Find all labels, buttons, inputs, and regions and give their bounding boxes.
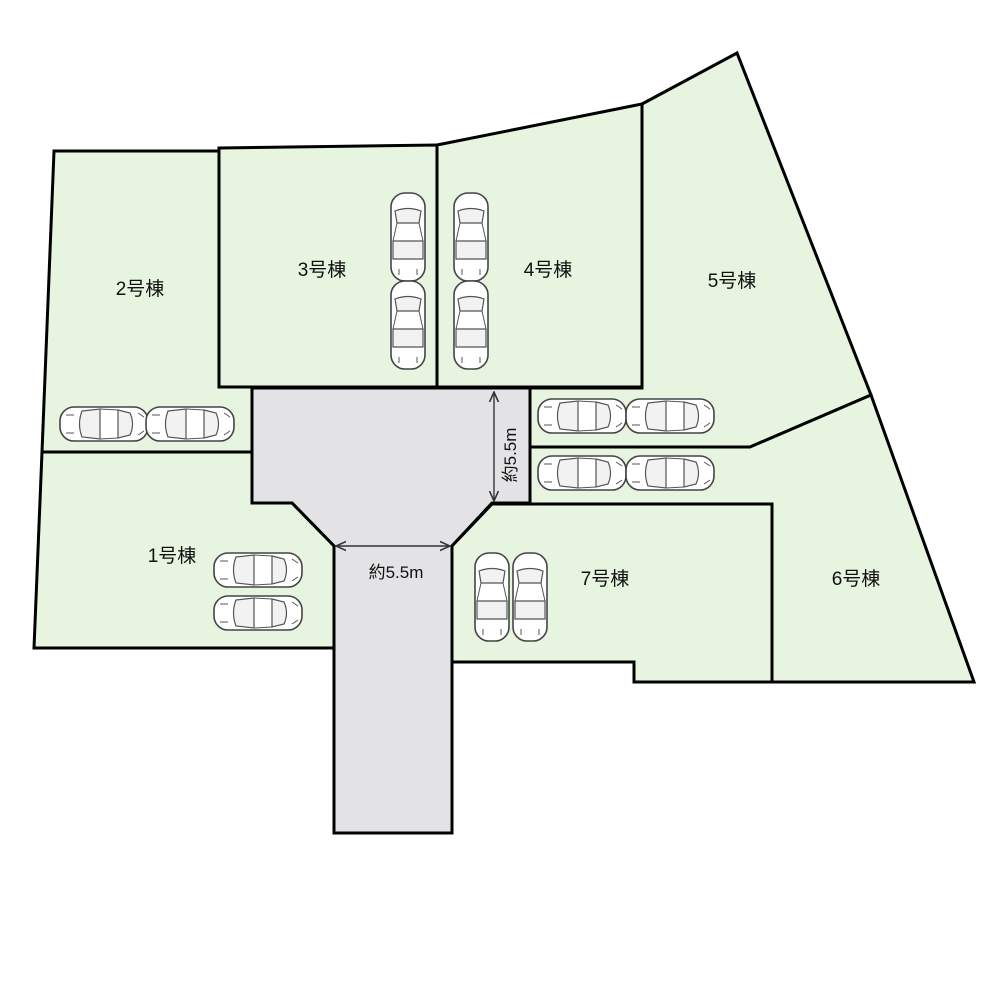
road-main-width-label: 約5.5m <box>369 563 424 582</box>
lot-5-label: 5号棟 <box>708 270 757 292</box>
car-icon <box>390 192 426 282</box>
lot-2-label: 2号棟 <box>116 278 165 300</box>
car-icon <box>625 455 715 491</box>
lot-7-label: 7号棟 <box>581 568 630 590</box>
car-icon <box>625 398 715 434</box>
lot-6-label: 6号棟 <box>832 568 881 590</box>
car-icon <box>145 406 235 442</box>
car-icon <box>213 552 303 588</box>
car-icon <box>512 552 548 642</box>
car-icon <box>453 280 489 370</box>
road-branch-width-label: 約5.5m <box>501 428 520 483</box>
car-icon <box>537 398 627 434</box>
lot-3-label: 3号棟 <box>298 259 347 281</box>
lot-4-label: 4号棟 <box>524 259 573 281</box>
lot-1-label: 1号棟 <box>148 545 197 567</box>
car-icon <box>390 280 426 370</box>
car-icon <box>537 455 627 491</box>
car-icon <box>59 406 149 442</box>
car-icon <box>453 192 489 282</box>
car-icon <box>213 595 303 631</box>
car-icon <box>474 552 510 642</box>
